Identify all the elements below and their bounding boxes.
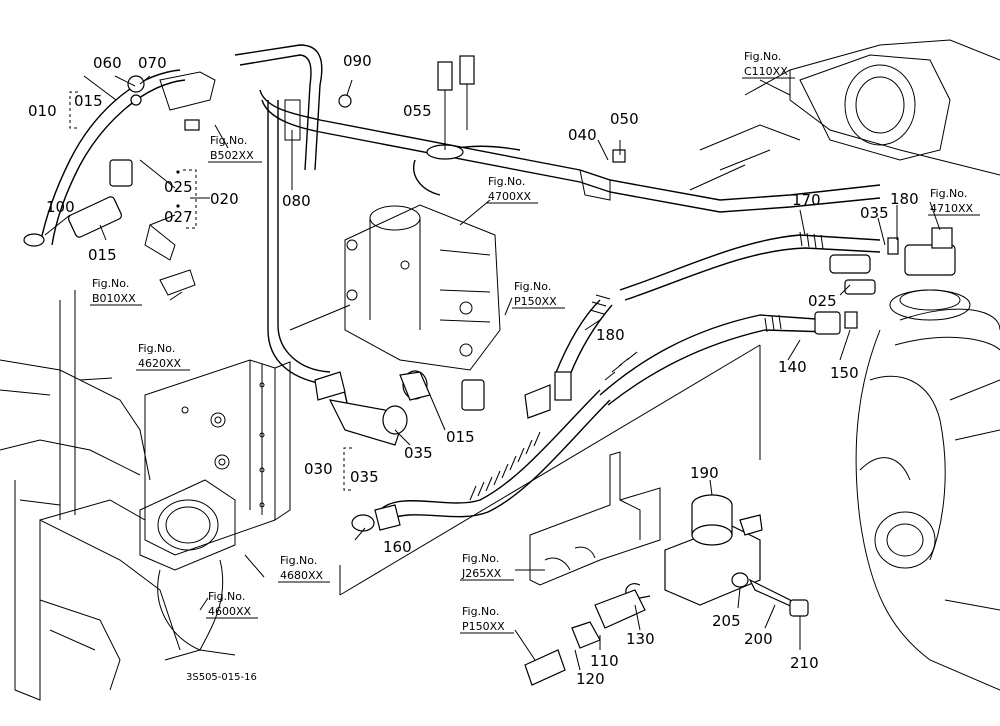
valve-190-assembly <box>351 494 809 686</box>
svg-text:Fig.No.: Fig.No. <box>92 277 129 290</box>
sensor-group-030 <box>314 370 572 446</box>
connectors-left <box>23 159 196 296</box>
svg-text:Fig.No.: Fig.No. <box>462 605 499 618</box>
group-boundary-lines <box>289 304 761 596</box>
fig-ref-b010xx: Fig.No. B010XX <box>90 277 142 306</box>
callout-035-c: 035 <box>350 468 379 486</box>
svg-text:C110XX: C110XX <box>744 65 788 78</box>
callout-205: 205 <box>712 612 741 630</box>
connectors-top <box>127 55 626 201</box>
fig-ref-c110xx: Fig.No. C110XX <box>742 50 795 79</box>
svg-text:4620XX: 4620XX <box>138 357 182 370</box>
svg-text:Fig.No.: Fig.No. <box>208 590 245 603</box>
callout-200: 200 <box>744 630 773 648</box>
svg-text:4700XX: 4700XX <box>488 190 532 203</box>
svg-text:4680XX: 4680XX <box>280 569 324 582</box>
fuel-filter-assembly <box>344 204 501 371</box>
svg-text:B010XX: B010XX <box>92 292 136 305</box>
callout-070: 070 <box>138 54 167 72</box>
fig-ref-4700xx: Fig.No. 4700XX <box>486 175 538 204</box>
svg-text:4600XX: 4600XX <box>208 605 252 618</box>
fig-ref-j265xx: Fig.No. J265XX <box>460 552 514 581</box>
svg-text:P150XX: P150XX <box>462 620 505 633</box>
callout-150: 150 <box>830 364 859 382</box>
callout-035-b: 035 <box>404 444 433 462</box>
callout-015-c: 015 <box>446 428 475 446</box>
fig-ref-b502xx: Fig.No. B502XX <box>208 134 262 163</box>
callout-030: 030 <box>304 460 333 478</box>
callout-025-b: 025 <box>808 292 837 310</box>
callout-labels: 010 015 060 070 090 055 040 050 025 020 … <box>28 52 919 688</box>
spiral-guards <box>469 231 824 501</box>
callout-015: 015 <box>74 92 103 110</box>
fig-ref-p150xx-b: Fig.No. P150XX <box>460 605 514 634</box>
callout-100: 100 <box>46 198 75 216</box>
fig-ref-4620xx: Fig.No. 4620XX <box>136 342 190 371</box>
connectors-right <box>814 227 956 335</box>
svg-text:Fig.No.: Fig.No. <box>280 554 317 567</box>
callout-010: 010 <box>28 102 57 120</box>
callout-050: 050 <box>610 110 639 128</box>
callout-210: 210 <box>790 654 819 672</box>
fig-ref-4600xx: Fig.No. 4600XX <box>206 590 258 619</box>
callout-025: 025 <box>164 178 193 196</box>
svg-text:4710XX: 4710XX <box>930 202 974 215</box>
callout-120: 120 <box>576 670 605 688</box>
callout-180-b: 180 <box>596 326 625 344</box>
callout-160: 160 <box>383 538 412 556</box>
fig-ref-p150xx-a: Fig.No. P150XX <box>512 280 565 309</box>
svg-text:Fig.No.: Fig.No. <box>462 552 499 565</box>
drawing-code: 3S505-015-16 <box>186 672 257 683</box>
callout-060: 060 <box>93 54 122 72</box>
callout-110: 110 <box>590 652 619 670</box>
figure-references: Fig.No. C110XX Fig.No. B502XX Fig.No. 47… <box>90 50 980 634</box>
callout-190: 190 <box>690 464 719 482</box>
callout-090: 090 <box>343 52 372 70</box>
svg-text:Fig.No.: Fig.No. <box>488 175 525 188</box>
svg-text:P150XX: P150XX <box>514 295 557 308</box>
callout-130: 130 <box>626 630 655 648</box>
fig-ref-4680xx: Fig.No. 4680XX <box>278 554 330 583</box>
callout-020: 020 <box>210 190 239 208</box>
svg-text:Fig.No.: Fig.No. <box>744 50 781 63</box>
callout-180-a: 180 <box>890 190 919 208</box>
fig-ref-4710xx: Fig.No. 4710XX <box>928 187 980 216</box>
callout-055: 055 <box>403 102 432 120</box>
bracket-4680 <box>144 359 291 556</box>
callout-080: 080 <box>282 192 311 210</box>
svg-text:Fig.No.: Fig.No. <box>138 342 175 355</box>
exhaust-flange-4600 <box>139 479 236 661</box>
fuel-pipes <box>39 44 881 523</box>
left-frame-outline <box>0 290 181 701</box>
svg-text:Fig.No.: Fig.No. <box>930 187 967 200</box>
svg-text:J265XX: J265XX <box>461 567 502 580</box>
callout-015-b: 015 <box>88 246 117 264</box>
callout-170: 170 <box>792 191 821 209</box>
engine-block-outline <box>689 39 1000 691</box>
callout-027: 027 <box>164 208 193 226</box>
callout-140: 140 <box>778 358 807 376</box>
svg-text:B502XX: B502XX <box>210 149 254 162</box>
leader-lines <box>44 75 941 671</box>
svg-text:Fig.No.: Fig.No. <box>210 134 247 147</box>
svg-text:Fig.No.: Fig.No. <box>514 280 551 293</box>
callout-040: 040 <box>568 126 597 144</box>
bracket-j265 <box>529 451 661 586</box>
group-brackets <box>69 91 352 491</box>
callout-035-a: 035 <box>860 204 889 222</box>
